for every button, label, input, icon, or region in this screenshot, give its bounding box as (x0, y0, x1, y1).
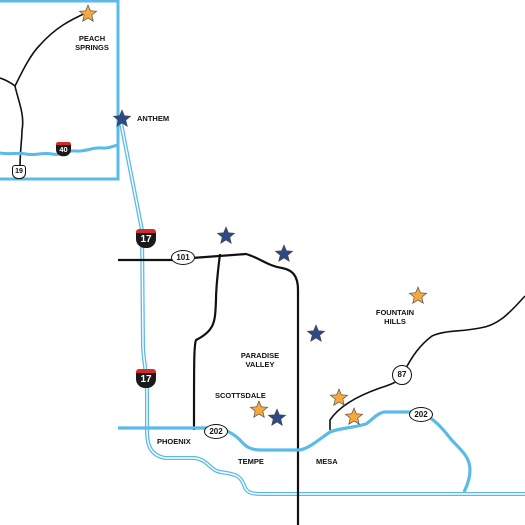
label-fountain-hills-line1: FOUNTAIN (375, 308, 415, 317)
label-scottsdale: SCOTTSDALE (215, 391, 266, 400)
i40-shield-number: 40 (56, 145, 71, 157)
star-mesa-north (329, 388, 349, 406)
star-north-101-b (274, 244, 294, 262)
us19-shield: 19 (12, 165, 26, 179)
route-202-shield-east: 202 (409, 407, 433, 422)
label-paradise-valley: PARADISE VALLEY (238, 351, 282, 369)
road-scottsdale-west (192, 253, 222, 431)
road-101 (118, 252, 300, 525)
road-87 (329, 295, 525, 430)
i17-north-number: 17 (136, 233, 156, 248)
i17-shield-north: 17 (136, 229, 156, 249)
star-north-101-a (216, 226, 236, 244)
label-mesa: MESA (316, 457, 338, 466)
label-tempe: TEMPE (238, 457, 264, 466)
label-fountain-hills-line2: HILLS (384, 317, 406, 326)
label-fountain-hills: FOUNTAIN HILLS (373, 308, 417, 326)
label-paradise-valley-line2: VALLEY (245, 360, 275, 369)
route-87-shield: 87 (392, 365, 412, 385)
star-scottsdale-orange (249, 400, 269, 418)
star-mesa-south (344, 407, 364, 425)
inset-road-north (14, 11, 89, 131)
i40-shield: 40 (56, 142, 71, 157)
loop-202-route (118, 410, 472, 493)
inset-frame (0, 0, 120, 181)
label-phoenix: PHOENIX (157, 437, 191, 446)
star-fountain-hills (408, 286, 428, 304)
label-paradise-valley-line1: PARADISE (240, 351, 280, 360)
label-anthem: ANTHEM (137, 114, 170, 123)
route-202-shield-west: 202 (204, 424, 228, 439)
star-scottsdale-navy (267, 408, 287, 426)
label-peach-springs-line1: PEACH (78, 34, 106, 43)
star-anthem (112, 109, 132, 127)
star-markers (78, 4, 428, 426)
star-peach-springs (78, 4, 98, 22)
label-peach-springs: PEACH SPRINGS (75, 34, 109, 52)
star-east-paradise (306, 324, 326, 342)
i17-shield-south: 17 (136, 369, 156, 389)
inset-road-south (19, 129, 23, 169)
inset-road-west (0, 77, 16, 87)
label-peach-springs-line2: SPRINGS (75, 43, 109, 52)
i17-south-number: 17 (136, 373, 156, 388)
route-101-shield: 101 (171, 250, 195, 265)
